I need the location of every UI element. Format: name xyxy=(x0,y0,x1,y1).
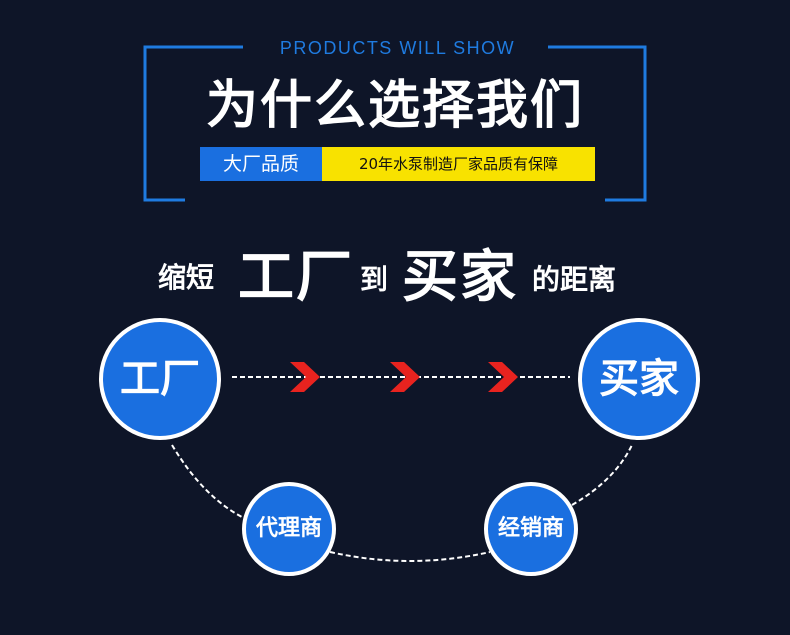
chevron-right-icon xyxy=(390,362,420,392)
headline-distance: 的距离 xyxy=(532,263,617,296)
headline-buyer: 买家 xyxy=(402,245,518,310)
distance-headline: 缩短 工厂 到 买家 的距离 xyxy=(150,228,650,310)
chevron-right-icon xyxy=(290,362,320,392)
headline-shorten: 缩短 xyxy=(158,261,215,294)
frame-right xyxy=(548,45,647,202)
dashed-arc-right xyxy=(571,444,633,506)
chevron-right-icon xyxy=(488,362,518,392)
dashed-arc-bottom xyxy=(329,551,491,562)
buyer-node: 买家 xyxy=(578,318,700,440)
frame-left xyxy=(143,45,243,202)
quality-description: 20年水泵制造厂家品质有保障 xyxy=(322,147,595,181)
subtitle: PRODUCTS WILL SHOW xyxy=(279,38,516,58)
quality-badge: 大厂品质 xyxy=(200,147,322,181)
page-title: 为什么选择我们 xyxy=(205,76,584,136)
factory-node: 工厂 xyxy=(99,318,221,440)
dashed-arc-left xyxy=(171,444,249,521)
headline-factory: 工厂 xyxy=(238,245,354,310)
agent-node: 代理商 xyxy=(242,482,336,576)
headline-to: 到 xyxy=(360,263,389,296)
dealer-node: 经销商 xyxy=(484,482,578,576)
